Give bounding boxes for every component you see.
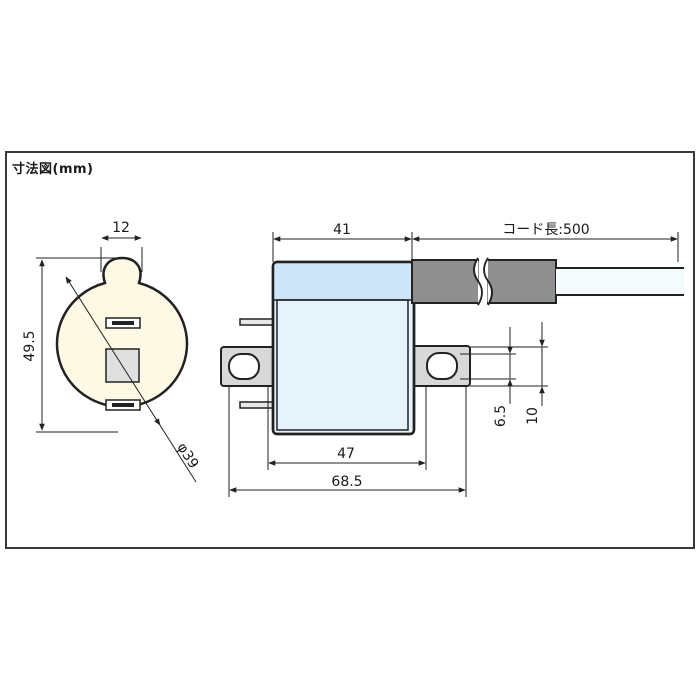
outer-frame: [5, 151, 695, 549]
dim-label-cord: コード長:500: [502, 222, 589, 238]
coil-boot: [276, 299, 409, 431]
cord-white: [556, 268, 684, 295]
coil-end-housing: [55, 256, 189, 409]
lower-pin: [239, 401, 275, 409]
front-view: 12 49.5 φ39: [22, 220, 201, 483]
cord-jacket-right: [485, 259, 557, 304]
dim-line-diameter: [65, 276, 197, 483]
dim-label-diameter: φ39: [173, 440, 201, 471]
upper-pin: [239, 318, 275, 326]
dim-label-68-5: 68.5: [331, 474, 362, 490]
dim-label-6-5: 6.5: [493, 405, 509, 427]
dim-label-49-5: 49.5: [22, 330, 38, 361]
right-mount-hole: [426, 352, 458, 380]
diagram-title: 寸法図(mm): [12, 162, 94, 177]
left-mount-hole: [228, 353, 260, 380]
side-view: 41 コード長:500 47 68.5 6.5 10: [220, 222, 684, 497]
dim-label-12: 12: [112, 220, 130, 236]
dim-label-10: 10: [525, 407, 541, 425]
dim-label-47: 47: [337, 446, 355, 462]
cord-jacket-left: [411, 259, 481, 304]
dim-label-41: 41: [333, 222, 351, 238]
